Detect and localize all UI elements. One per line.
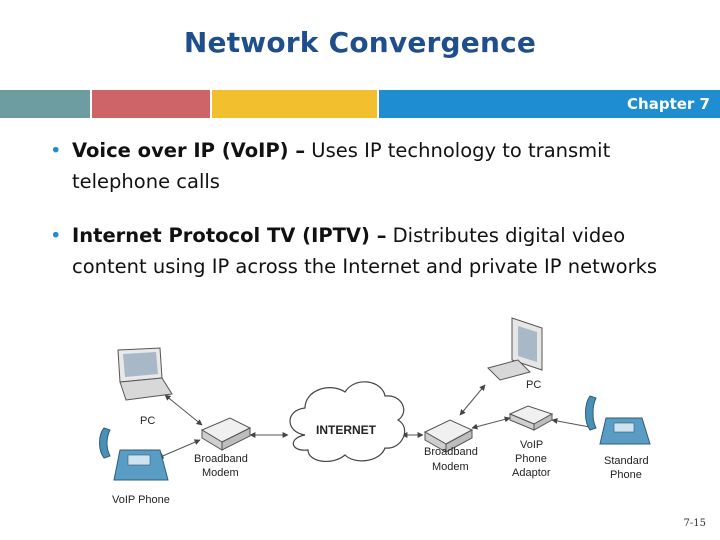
internet-cloud: INTERNET	[289, 381, 406, 463]
slide-title: Network Convergence	[183, 26, 537, 59]
bullet-term: Internet Protocol TV (IPTV) –	[72, 224, 387, 247]
modem-left-icon	[200, 417, 252, 451]
std-phone-label-1: Standard	[604, 455, 649, 467]
bullet-marker: •	[50, 139, 62, 162]
link-voipphone-modem-left	[157, 439, 201, 459]
modem-right-label-2: Modem	[432, 461, 469, 473]
header-band-blue	[379, 90, 720, 118]
bullet-body: Voice over IP (VoIP) – Uses IP technolog…	[52, 135, 692, 197]
voip-phone-label: VoIP Phone	[112, 494, 170, 506]
standard-phone-icon	[585, 395, 651, 445]
voip-adaptor-icon	[508, 405, 554, 431]
pc-right-label: PC	[526, 379, 541, 391]
link-pc-modem-left	[164, 394, 203, 426]
bullet-text: Uses IP technology to transmit telephone…	[72, 139, 611, 193]
internet-label: INTERNET	[316, 423, 377, 437]
bullet-body: Internet Protocol TV (IPTV) – Distribute…	[52, 220, 692, 282]
network-diagram: INTERNET PC VoIP Phone Broadband Modem B…	[99, 317, 651, 506]
pc-left-label: PC	[140, 415, 155, 427]
bullet-iptv: • Internet Protocol TV (IPTV) – Distribu…	[50, 220, 692, 282]
bullet-text: Distributes digital video content using …	[72, 224, 658, 278]
header-band-red	[92, 90, 210, 118]
laptop-icon	[117, 347, 173, 401]
header-band-yellow	[212, 90, 377, 118]
desktop-pc-icon	[487, 317, 543, 381]
modem-left-label-1: Broadband	[194, 453, 248, 465]
link-modem-right-adaptor	[471, 416, 511, 430]
header-band-teal	[0, 90, 90, 118]
adaptor-label-2: Phone	[515, 453, 547, 465]
bullet-voip: • Voice over IP (VoIP) – Uses IP technol…	[50, 135, 692, 197]
std-phone-label-2: Phone	[610, 469, 642, 481]
adaptor-label-1: VoIP	[520, 439, 543, 451]
modem-left-label-2: Modem	[202, 467, 239, 479]
chapter-label: Chapter 7	[627, 95, 710, 113]
bullet-term: Voice over IP (VoIP) –	[72, 139, 306, 162]
link-modem-right-pc	[459, 384, 486, 416]
modem-right-label-1: Broadband	[424, 446, 478, 458]
adaptor-label-3: Adaptor	[512, 467, 551, 479]
bullet-marker: •	[50, 224, 62, 247]
page-number: 7-15	[683, 518, 706, 529]
modem-right-icon	[423, 419, 474, 453]
voip-phone-icon	[99, 427, 169, 481]
